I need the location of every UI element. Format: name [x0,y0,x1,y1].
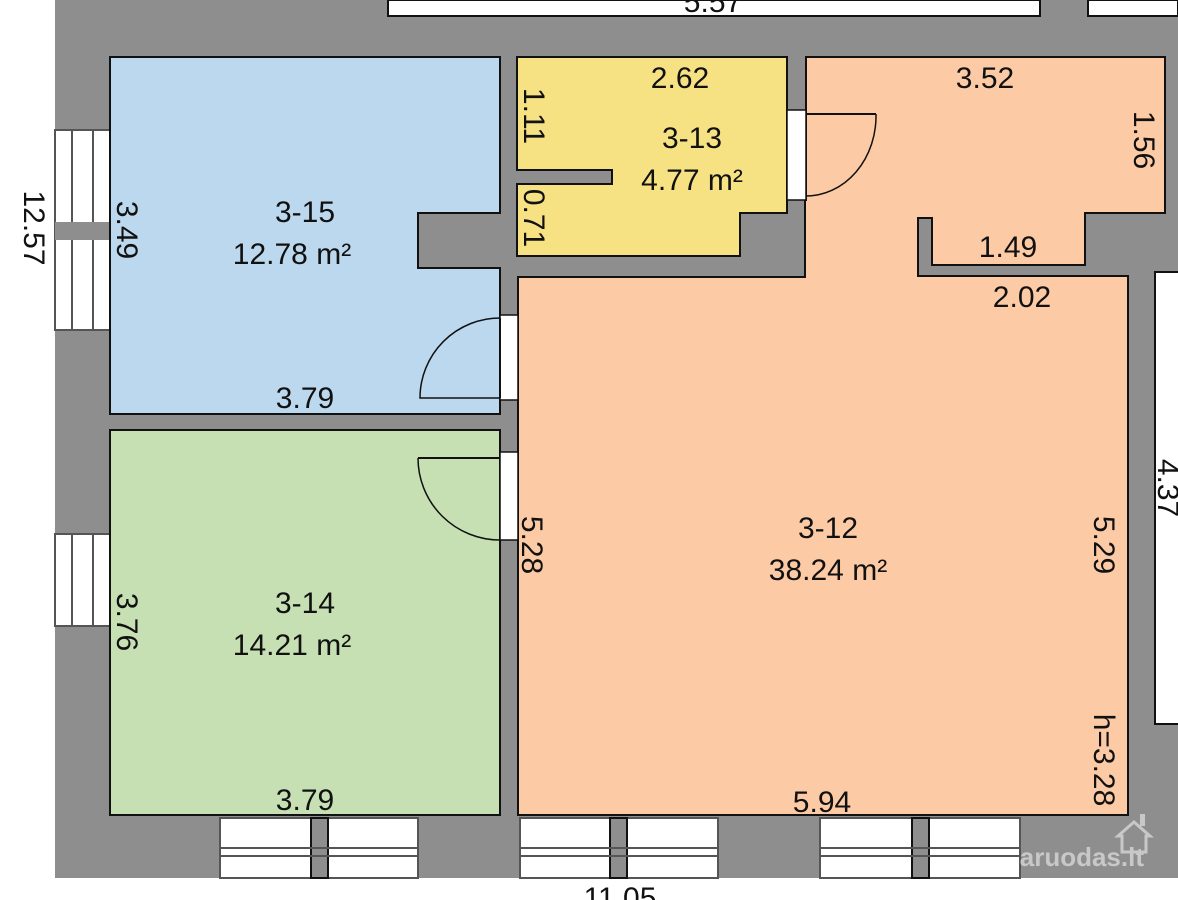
house-logo-icon [1114,814,1154,854]
room-3-14 [109,429,501,816]
dim-r312-top: 3.52 [956,62,1014,95]
dim-r314-left: 3.76 [110,593,143,651]
left-windows [54,129,111,627]
room-3-14-area: 14.21 m² [233,629,351,662]
room-3-15-name: 3-15 [275,196,335,229]
dim-r312-right-upper: 1.56 [1127,111,1160,169]
dim-r315-bottom: 3.79 [276,382,334,415]
room-3-14-name: 3-14 [275,587,335,620]
dim-right-partial: 4.37 [1151,459,1178,517]
dim-r313-left-lower: 0.71 [517,189,550,247]
watermark: aruodas.lt [1020,814,1154,872]
dim-r312-right: 5.29 [1087,516,1120,574]
dim-left-outer: 12.57 [17,190,50,265]
door-3-13 [786,109,877,201]
room-3-15-area: 12.78 m² [233,238,351,271]
dim-r314-bottom: 3.79 [276,784,334,817]
dim-r312-notch: 1.49 [979,231,1037,264]
dim-r315-left: 3.49 [110,201,143,259]
bottom-windows [219,817,1021,879]
room-3-13-name: 3-13 [662,122,722,155]
door-3-15 [419,314,519,401]
dim-r313-left-upper: 1.11 [517,88,550,144]
dim-r313-top: 2.62 [651,62,709,95]
room-3-15 [109,56,501,415]
room-3-13-area: 4.77 m² [641,164,743,197]
door-3-14 [417,451,519,541]
dim-r312-height: h=3.28 [1087,714,1120,807]
dim-bottom-partial: 11.05 [584,882,657,900]
room-3-12 [517,56,1166,816]
dim-r312-left: 5.28 [515,516,548,574]
dim-r312-notch-outer: 2.02 [993,281,1051,314]
dim-top-partial: 5.57 [684,0,742,19]
room-3-12-name: 3-12 [798,512,858,545]
room-3-12-area: 38.24 m² [769,554,887,587]
watermark-text: aruodas.lt [1020,842,1145,872]
dim-r312-bottom: 5.94 [793,786,851,819]
